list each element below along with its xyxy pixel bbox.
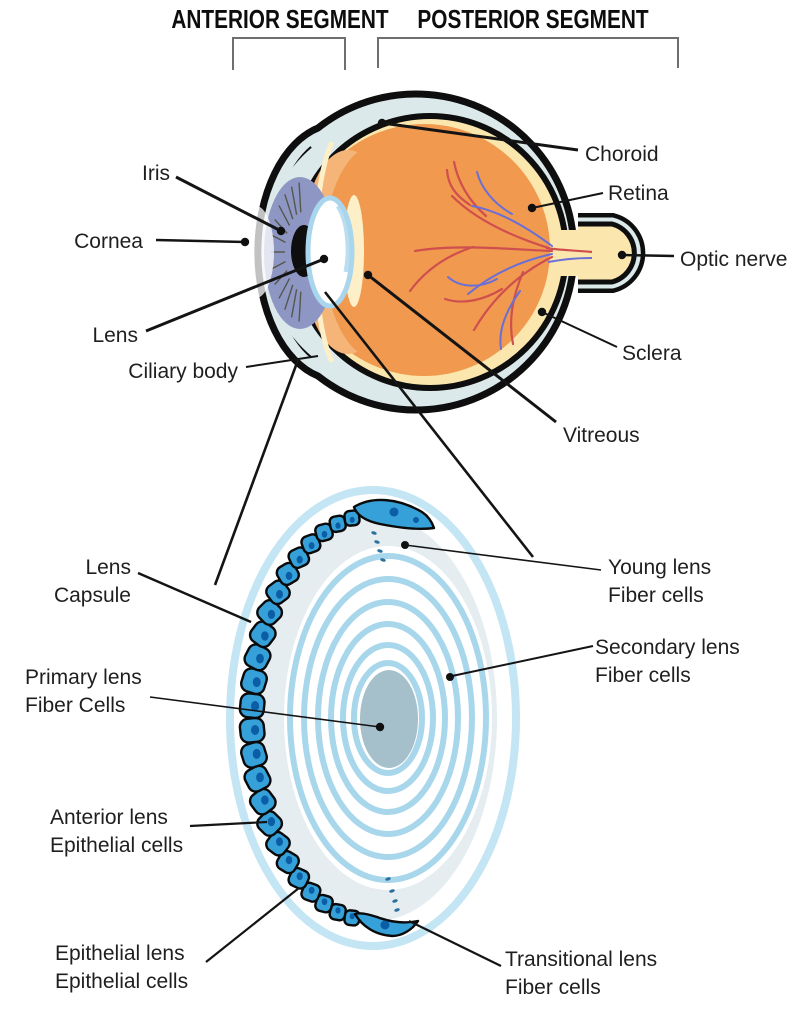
lens-shape bbox=[305, 195, 355, 309]
segment-brackets bbox=[232, 37, 679, 70]
leader-line-primary bbox=[149, 696, 381, 728]
label-optic-nerve: Optic nerve bbox=[680, 248, 788, 271]
leader-dot-cornea bbox=[240, 237, 250, 247]
label-ciliary-body: Ciliary body bbox=[128, 360, 238, 383]
label-sclera: Sclera bbox=[622, 342, 682, 365]
label-transitional-lens-fiber-cells: Transitional lens Fiber cells bbox=[505, 948, 658, 999]
leader-dot-lens bbox=[319, 254, 329, 264]
leader-line-epithelial bbox=[205, 887, 300, 963]
red-vessels bbox=[408, 160, 554, 346]
leader-line-secondary bbox=[451, 645, 594, 677]
epithelial-cell-chain bbox=[238, 509, 361, 927]
transitional-cell-top-nucleus bbox=[389, 507, 399, 517]
leader-line-cornea bbox=[155, 238, 246, 244]
label-primary-lens-fiber-cells: Primary lens Fiber Cells bbox=[25, 666, 142, 717]
apoptotic-dash-trail-bottom bbox=[385, 877, 400, 912]
label-vitreous: Vitreous bbox=[563, 424, 640, 447]
leader-line-transitional bbox=[408, 920, 502, 967]
magnify-cone-left bbox=[213, 359, 300, 586]
leader-dot-iris bbox=[276, 226, 286, 236]
leader-dot-choroid bbox=[377, 118, 387, 128]
leader-dot-primary bbox=[375, 722, 385, 732]
optic-nerve-junction bbox=[556, 230, 592, 276]
leader-line-young bbox=[404, 544, 602, 571]
fiber-rings bbox=[287, 553, 489, 883]
lens-magnified bbox=[226, 486, 520, 950]
magnify-cone-right bbox=[323, 291, 535, 558]
label-cornea: Cornea bbox=[74, 230, 143, 253]
leader-lines bbox=[137, 118, 675, 967]
label-lens-capsule: Lens Capsule bbox=[53, 556, 131, 607]
label-lens: Lens bbox=[92, 324, 138, 347]
label-secondary-lens-fiber-cells: Secondary lens Fiber cells bbox=[595, 636, 740, 687]
leader-dot-vitreous bbox=[363, 270, 373, 280]
leader-line-ciliary-body bbox=[245, 355, 319, 368]
leader-line-lens-capsule bbox=[137, 571, 252, 624]
lens-blue-arc bbox=[335, 204, 351, 273]
cornea-highlight bbox=[238, 206, 274, 298]
leader-dot-secondary bbox=[446, 673, 454, 681]
label-epithelial-lens-epithelial-cells: Epithelial lens Epithelial cells bbox=[55, 942, 189, 993]
leader-line-retina bbox=[531, 192, 604, 209]
leader-line-choroid bbox=[381, 121, 579, 152]
label-anterior-lens-epithelial-cells: Anterior lens Epithelial cells bbox=[50, 806, 184, 857]
leader-dot-young bbox=[401, 541, 409, 549]
leader-line-anterior bbox=[189, 820, 268, 828]
blood-vessels bbox=[408, 160, 554, 350]
label-choroid: Choroid bbox=[585, 143, 659, 166]
blue-vessels bbox=[447, 171, 553, 350]
optic-nerve-shape bbox=[545, 213, 646, 293]
header-posterior-segment: POSTERIOR SEGMENT bbox=[417, 4, 649, 34]
apoptotic-dash-trail-top bbox=[371, 531, 386, 562]
leader-line-sclera bbox=[541, 311, 618, 348]
leader-line-optic-nerve bbox=[621, 253, 675, 258]
transitional-cell-bottom-nucleus bbox=[380, 920, 390, 930]
leader-line-iris bbox=[175, 175, 282, 233]
posterior-bracket bbox=[377, 37, 679, 68]
leader-dot-retina bbox=[527, 203, 537, 213]
transitional-cell-top-nucleus2 bbox=[413, 517, 419, 523]
label-young-lens-fiber-cells: Young lens Fiber cells bbox=[608, 556, 712, 607]
header-anterior-segment: ANTERIOR SEGMENT bbox=[171, 4, 389, 34]
nucleus-core bbox=[360, 670, 418, 768]
leader-dot-sclera bbox=[537, 307, 547, 317]
label-retina: Retina bbox=[608, 182, 669, 205]
leader-line-vitreous bbox=[367, 273, 557, 424]
leader-line-lens bbox=[145, 257, 325, 333]
eye-cross-section bbox=[238, 90, 646, 414]
label-iris: Iris bbox=[142, 162, 170, 185]
iris-radial-lines bbox=[271, 182, 302, 322]
leader-dot-optic-nerve bbox=[617, 250, 627, 260]
anterior-bracket bbox=[232, 37, 346, 70]
